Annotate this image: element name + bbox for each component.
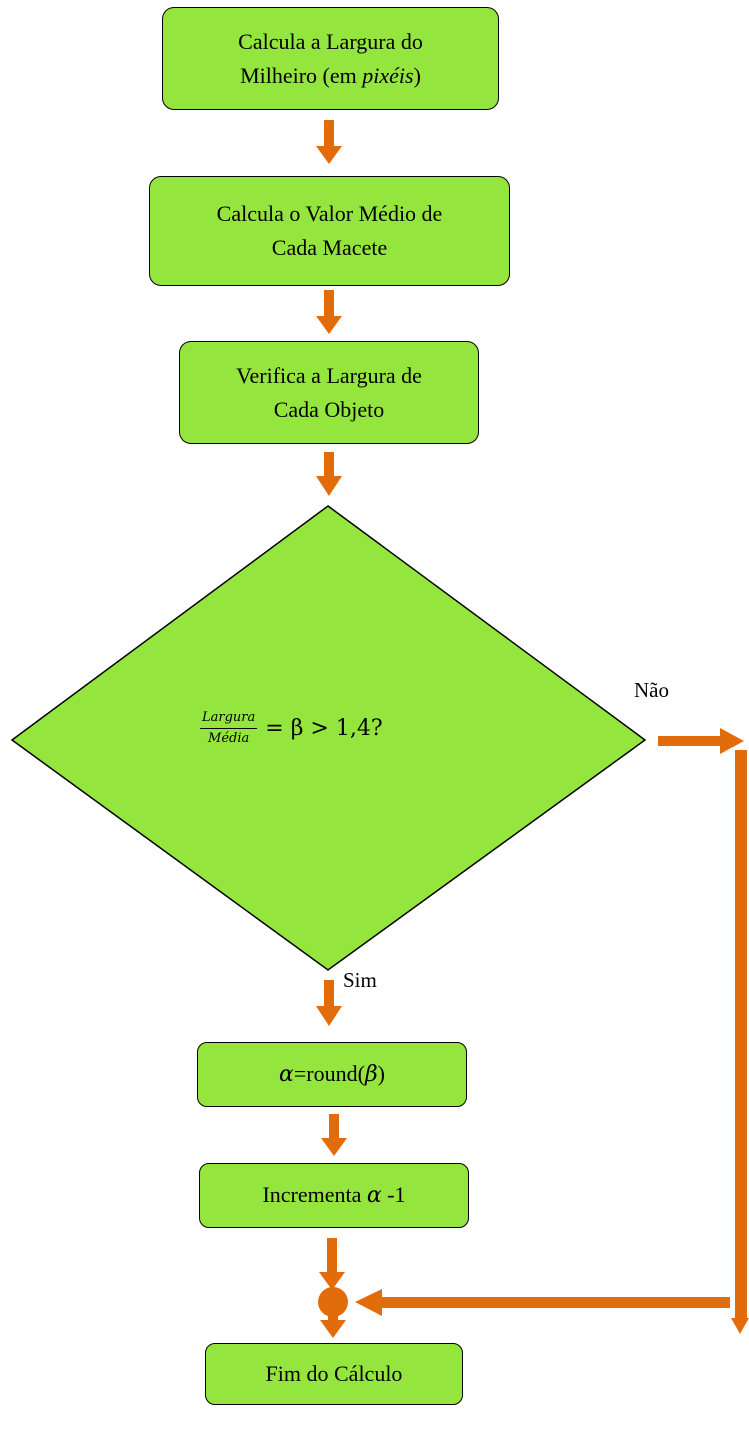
step5-suffix: -1 — [381, 1182, 406, 1207]
yes-branch-label: Sim — [343, 968, 377, 992]
flow-arrows — [316, 120, 347, 1338]
step3-line1: Verifica a Largura de — [236, 362, 422, 388]
step2-line2: Cada Macete — [271, 235, 388, 260]
join-connector — [318, 1287, 348, 1317]
fraction-numerator: Largura — [200, 710, 258, 729]
step1-line2: Milheiro (em pixéis) — [238, 59, 423, 93]
no-branch-label: Não — [634, 678, 669, 702]
arrow-decision-to-step4 — [316, 980, 342, 1026]
step1-line1: Calcula a Largura do — [238, 28, 423, 54]
decision-inequality: = β > 1,4? — [265, 715, 383, 741]
decision-fraction: Largura Média — [200, 710, 258, 747]
end-fim-do-calculo[interactable]: Fim do Cálculo — [205, 1343, 463, 1405]
beta-symbol: β — [364, 1062, 378, 1087]
decision-condition: Largura Média = β > 1,4? — [200, 700, 383, 756]
arrow-join-to-end — [320, 1314, 346, 1338]
no-branch-arrow — [355, 728, 749, 1334]
step3-line2: Cada Objeto — [273, 396, 385, 422]
step4-function: =round( — [293, 1061, 365, 1086]
alpha-symbol: α — [366, 1183, 382, 1208]
end-label: Fim do Cálculo — [265, 1361, 403, 1386]
arrow-step1-to-step2 — [316, 120, 342, 164]
step5-verb: Incrementa — [262, 1182, 367, 1207]
no-branch-return-line — [380, 1297, 730, 1308]
step-alpha-round-beta[interactable]: α=round(β) — [197, 1042, 467, 1107]
step-calcula-valor-medio[interactable]: Calcula o Valor Médio de Cada Macete — [149, 176, 510, 286]
step1-line2-suffix: ) — [413, 62, 421, 88]
step5-text: Incrementa α -1 — [262, 1178, 405, 1213]
alpha-symbol: α — [279, 1062, 294, 1087]
arrow-step2-to-step3 — [316, 290, 342, 334]
step-calcula-largura-milheiro[interactable]: Calcula a Largura do Milheiro (em pixéis… — [162, 7, 499, 110]
arrow-step5-to-join — [319, 1238, 345, 1290]
step1-line2-prefix: Milheiro (em — [240, 62, 363, 88]
step1-line2-italic: pixéis — [362, 62, 414, 88]
step2-line1: Calcula o Valor Médio de — [216, 201, 443, 226]
arrow-step3-to-decision — [316, 452, 342, 496]
step-incrementa-alpha[interactable]: Incrementa α -1 — [199, 1163, 469, 1228]
fraction-denominator: Média — [208, 730, 250, 746]
step4-text: α=round(β) — [279, 1057, 385, 1092]
step-verifica-largura[interactable]: Verifica a Largura de Cada Objeto — [179, 341, 479, 444]
step4-close: ) — [377, 1061, 385, 1086]
arrow-step4-to-step5 — [321, 1114, 347, 1156]
decision-diamond[interactable] — [10, 505, 647, 971]
no-branch-vertical-line — [735, 750, 747, 1320]
